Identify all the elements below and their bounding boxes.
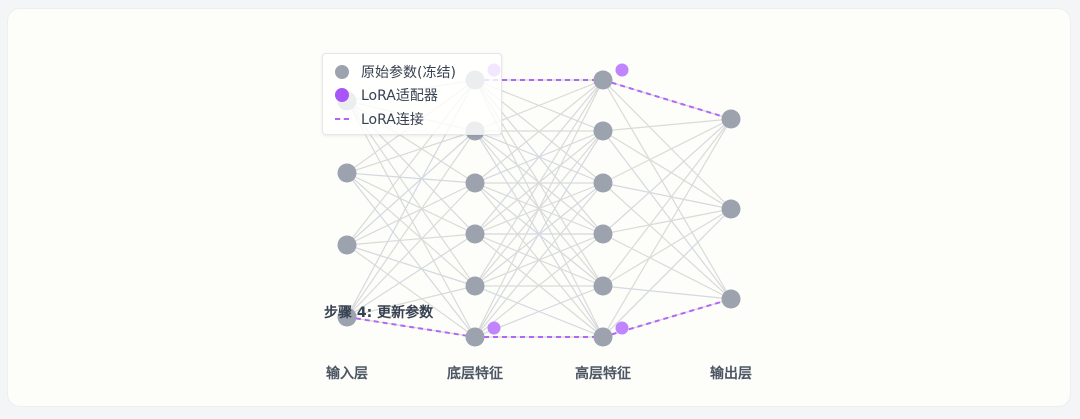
connection-line	[602, 285, 732, 300]
connection-line	[474, 182, 604, 338]
connection-line	[602, 118, 732, 287]
connection-line	[602, 208, 732, 287]
connection-line	[346, 172, 476, 287]
connection-line	[346, 172, 476, 235]
dashed-line-icon	[335, 117, 349, 120]
connection-line	[602, 208, 732, 235]
lora-link	[602, 79, 732, 120]
connection-line	[474, 79, 604, 287]
lora-link	[346, 316, 476, 338]
legend-item-frozen: 原始参数(冻结)	[335, 60, 501, 84]
connection-line	[602, 208, 732, 338]
lora-adapter-dot	[487, 321, 501, 335]
layer-label-input: 输入层	[326, 366, 368, 382]
connection-line	[474, 130, 604, 338]
neuron-node	[593, 276, 613, 296]
neuron-node	[337, 307, 357, 327]
connection-line	[346, 244, 476, 338]
layer-label-high-features: 高层特征	[575, 366, 631, 382]
connection-line	[346, 182, 476, 318]
connection-line	[346, 172, 476, 184]
connection-line	[602, 118, 732, 132]
legend-item-adapter: LoRA适配器	[335, 84, 501, 108]
neuron-node	[721, 199, 741, 219]
connection-line	[474, 233, 604, 338]
connection-line	[602, 79, 732, 300]
connection-line	[346, 130, 476, 318]
neuron-node	[593, 173, 613, 193]
neuron-node	[337, 235, 357, 255]
connection-line	[602, 233, 732, 300]
layer-label-output: 输出层	[710, 366, 752, 382]
connection-line	[346, 285, 476, 318]
neuron-node	[721, 109, 741, 129]
connection-line	[602, 118, 732, 235]
neuron-node	[465, 224, 485, 244]
connection-line	[474, 79, 604, 338]
connection-line	[346, 182, 476, 246]
neuron-node	[593, 327, 613, 347]
legend: 原始参数(冻结) LoRA适配器 LoRA连接	[322, 53, 502, 135]
neuron-node	[465, 276, 485, 296]
connection-line	[602, 182, 732, 210]
legend-label: 原始参数(冻结)	[361, 64, 456, 81]
adapter-dot-icon	[335, 88, 349, 103]
connection-line	[346, 130, 476, 246]
connection-line	[474, 79, 604, 184]
connection-line	[602, 182, 732, 300]
frozen-dot-icon	[335, 64, 349, 79]
connection-line	[346, 244, 476, 287]
legend-label: LoRA连接	[361, 111, 424, 128]
connection-line	[602, 118, 732, 338]
connection-line	[346, 100, 476, 338]
connection-line	[474, 79, 604, 235]
connection-line	[346, 233, 476, 246]
connection-line	[602, 79, 732, 210]
connection-line	[602, 130, 732, 210]
connection-line	[346, 130, 476, 174]
neuron-node	[465, 173, 485, 193]
connection-line	[346, 233, 476, 318]
neuron-node	[593, 224, 613, 244]
connection-line	[602, 118, 732, 184]
neuron-node	[593, 70, 613, 90]
lora-adapter-dot	[615, 321, 629, 335]
legend-item-lora-link: LoRA连接	[335, 107, 501, 131]
layer-label-low-features: 底层特征	[447, 366, 503, 382]
connection-line	[602, 130, 732, 300]
neuron-node	[337, 163, 357, 183]
legend-label: LoRA适配器	[361, 88, 438, 105]
step-label: 步骤 4: 更新参数	[324, 305, 434, 321]
neuron-node	[465, 327, 485, 347]
lora-adapter-dot	[615, 63, 629, 77]
connection-line	[346, 172, 476, 338]
neuron-node	[721, 289, 741, 309]
neuron-node	[593, 121, 613, 141]
